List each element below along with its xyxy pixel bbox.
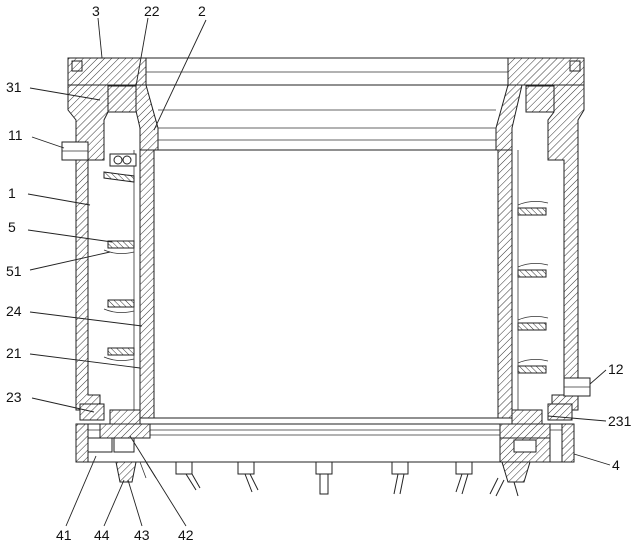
label-24: 24 bbox=[6, 303, 22, 319]
label-43: 43 bbox=[134, 527, 150, 543]
reference-labels: 3 22 2 31 11 1 5 51 24 21 23 12 231 4 41… bbox=[6, 3, 632, 543]
nozzle-5 bbox=[455, 461, 473, 495]
spiral-fins-left bbox=[103, 171, 135, 361]
nozzle-4 bbox=[391, 461, 409, 495]
inner-funnel bbox=[129, 84, 523, 151]
label-2: 2 bbox=[198, 3, 206, 19]
label-3: 3 bbox=[92, 3, 100, 19]
leader-lines bbox=[27, 17, 611, 527]
inner-cylinder bbox=[133, 149, 519, 419]
nozzle-1 bbox=[175, 461, 201, 491]
spiral-fins-right bbox=[517, 201, 549, 374]
nozzle-3 bbox=[315, 461, 333, 495]
label-22: 22 bbox=[144, 3, 160, 19]
label-42: 42 bbox=[178, 527, 194, 543]
base-plate bbox=[75, 423, 575, 463]
nozzle-2 bbox=[237, 461, 259, 493]
label-51: 51 bbox=[6, 263, 22, 279]
seal-blocks bbox=[79, 85, 575, 113]
label-4: 4 bbox=[612, 457, 620, 473]
bottom-nozzles bbox=[115, 461, 531, 497]
label-41: 41 bbox=[56, 527, 72, 543]
label-11: 11 bbox=[8, 127, 23, 143]
label-12: 12 bbox=[608, 361, 624, 377]
label-5: 5 bbox=[8, 219, 16, 235]
outlet-pipe bbox=[563, 377, 591, 397]
label-21: 21 bbox=[6, 345, 22, 361]
label-31: 31 bbox=[6, 79, 22, 95]
top-cover-ring bbox=[67, 57, 585, 86]
label-1: 1 bbox=[8, 185, 16, 201]
label-23: 23 bbox=[6, 389, 22, 405]
outer-wall-right bbox=[547, 84, 585, 411]
label-231: 231 bbox=[608, 413, 632, 429]
inlet-pipe bbox=[61, 141, 137, 167]
label-44: 44 bbox=[94, 527, 110, 543]
outer-wall-left bbox=[67, 84, 109, 411]
